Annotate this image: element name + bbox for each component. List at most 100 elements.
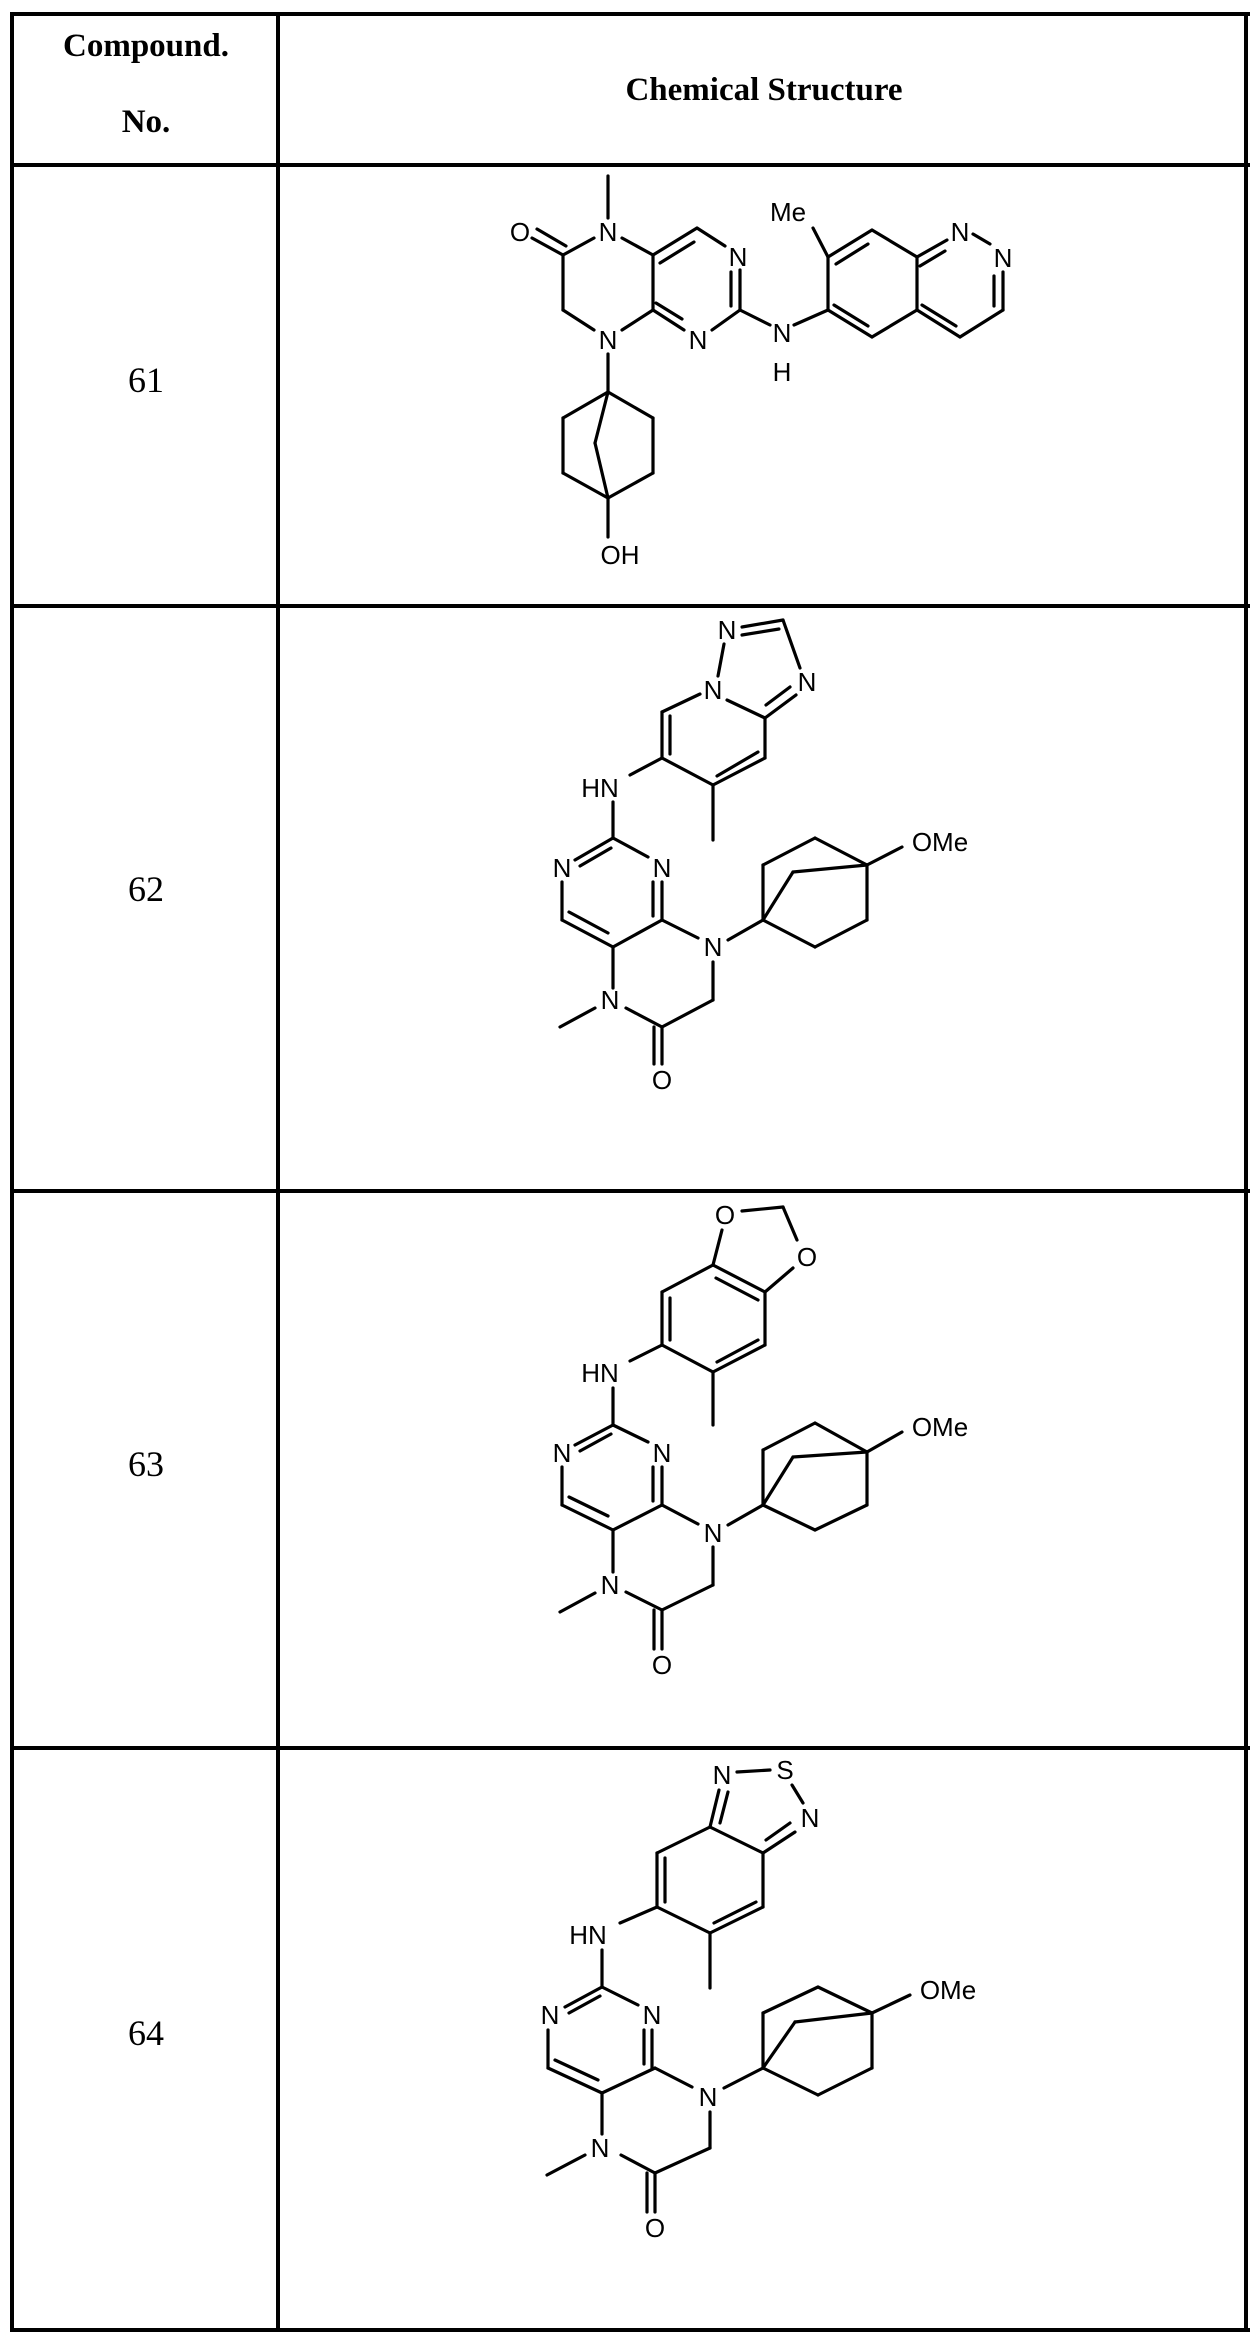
atom-label: N [601, 1570, 620, 1600]
bond [660, 756, 715, 787]
bond [611, 836, 650, 859]
atom-label: N [773, 318, 792, 348]
bond [558, 1591, 597, 1614]
compound-number: 63 [128, 1443, 164, 1484]
atom-label: N [951, 217, 970, 247]
bond [711, 1263, 767, 1294]
atom-label: N [699, 2082, 718, 2112]
atom-label: N [689, 325, 708, 355]
bond [761, 1985, 820, 2015]
atom-label: S [776, 1755, 793, 1785]
bond [826, 228, 874, 259]
atom-label: N [704, 932, 723, 962]
bond [578, 1432, 613, 1453]
atom-label: HN [569, 1920, 607, 1950]
bond [740, 627, 781, 637]
bond [738, 308, 772, 327]
atom-label: N [801, 1803, 820, 1833]
bond [826, 308, 874, 339]
atom-label: N [718, 615, 737, 645]
bond [611, 1423, 650, 1444]
bond [710, 308, 742, 332]
atom-label: N [599, 217, 618, 247]
bond [611, 1503, 664, 1532]
atom-label: N [653, 853, 672, 883]
bond [813, 1421, 869, 1454]
bond [558, 1006, 597, 1029]
bond [726, 918, 765, 942]
compound-number-cell: 64 [14, 1748, 278, 2318]
bond [560, 1503, 615, 1532]
bond [624, 1590, 664, 1612]
atom-label: N [704, 1518, 723, 1548]
bond [870, 228, 919, 259]
bond [553, 2058, 600, 2082]
header-no-label: No. [121, 104, 171, 140]
atom-label: OMe [912, 827, 968, 857]
bond [834, 242, 870, 266]
bond [628, 756, 664, 777]
bond [619, 2153, 657, 2175]
bond [600, 2066, 657, 2095]
bond [593, 390, 610, 445]
bond [792, 308, 830, 327]
bond [573, 1423, 615, 1447]
atom-label: N [553, 853, 572, 883]
bond [708, 1905, 765, 1935]
atom-label: O [652, 1065, 672, 1095]
atom-label: N [553, 1438, 572, 1468]
bond [653, 2066, 694, 2089]
bond [660, 1583, 715, 1612]
bond [740, 618, 785, 629]
bond [714, 1276, 760, 1302]
bond [781, 1205, 799, 1242]
bond [660, 1343, 715, 1374]
bond [620, 236, 655, 257]
bond [660, 1503, 700, 1526]
bond [726, 1503, 765, 1527]
bond [761, 1421, 817, 1452]
bond [660, 918, 700, 940]
bond [761, 2066, 820, 2097]
bond [715, 750, 760, 778]
compound-number: 62 [128, 868, 164, 909]
compound-number-cell: 62 [14, 606, 278, 1171]
atom-label: OMe [912, 1412, 968, 1442]
header-chemical-structure: Chemical Structure [282, 16, 1246, 165]
bond [651, 226, 699, 257]
bond [708, 1825, 765, 1855]
bond [545, 2153, 587, 2177]
row-divider-62-63 [10, 1189, 1250, 1193]
atom-label: Me [770, 197, 806, 227]
bond [561, 471, 610, 500]
bond [791, 1450, 869, 1459]
bond [865, 845, 904, 867]
column-divider [276, 12, 280, 2332]
bond [711, 1228, 724, 1267]
bond [761, 1830, 797, 1855]
atom-label: H [773, 357, 792, 387]
atom-label: HN [581, 1358, 619, 1388]
bond [695, 226, 727, 248]
bond [561, 308, 596, 332]
bond [971, 232, 992, 246]
atom-label: N [729, 242, 748, 272]
bond [832, 303, 870, 328]
bond [618, 1905, 659, 1925]
table-border-left [10, 12, 14, 2332]
compound-number: 61 [128, 360, 164, 400]
bond [816, 2066, 874, 2097]
atom-label: O [715, 1200, 735, 1230]
compound-number: 64 [128, 2013, 164, 2053]
atom-label: N [798, 667, 817, 697]
bond [628, 1343, 664, 1363]
bond [708, 1788, 721, 1829]
bond [761, 836, 817, 867]
bond [712, 1900, 758, 1925]
bond [653, 2146, 712, 2175]
bond [546, 2066, 604, 2095]
bond [763, 1266, 795, 1294]
bond [958, 308, 1005, 339]
table-border-right [1244, 12, 1248, 2332]
